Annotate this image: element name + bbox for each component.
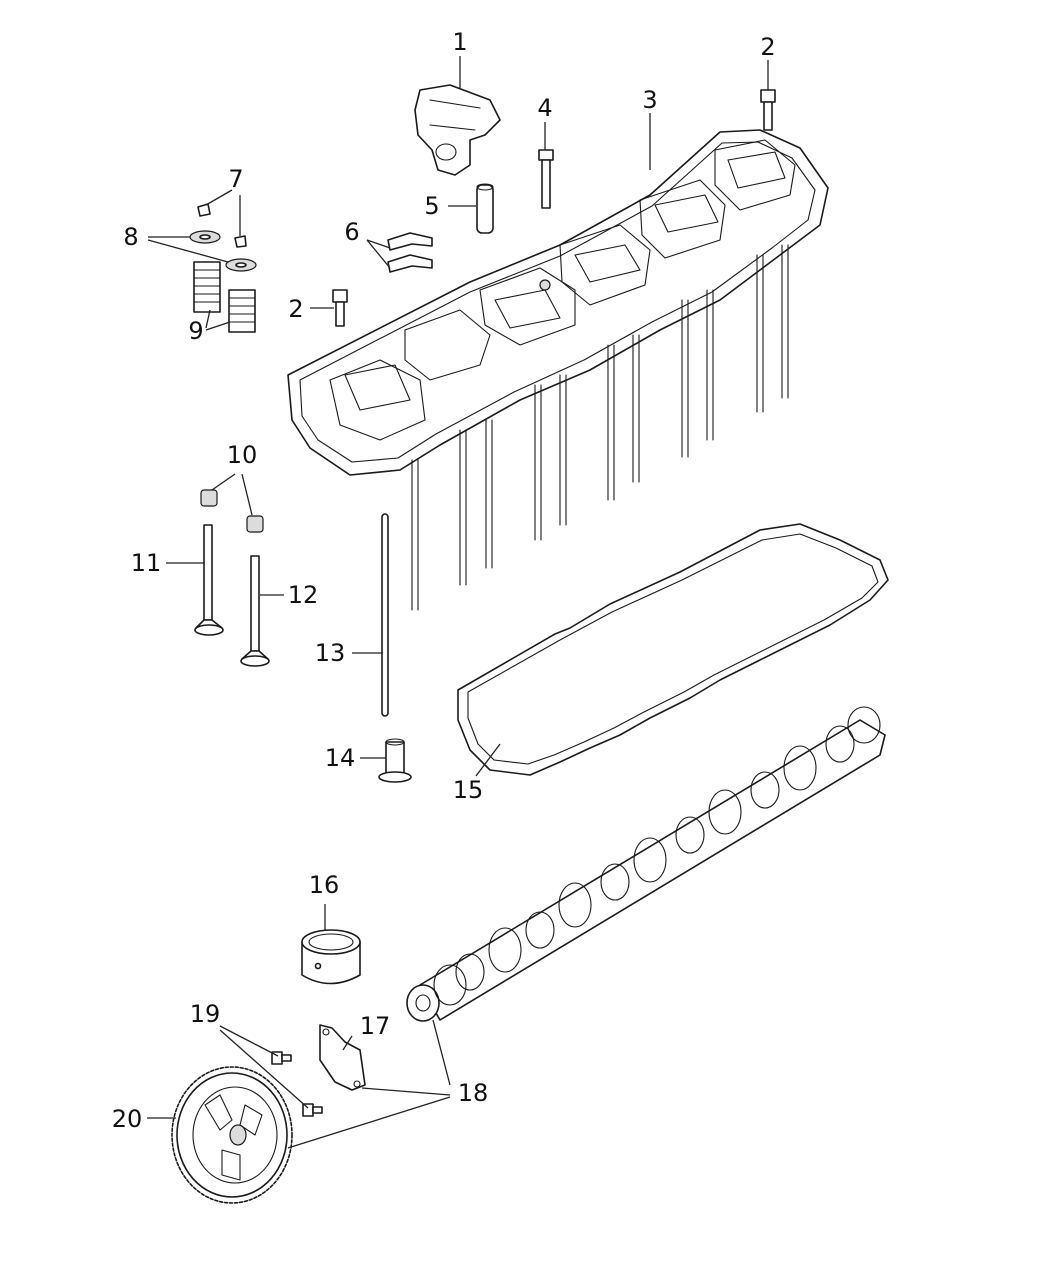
callout-5: 5	[424, 192, 439, 220]
long-bolt	[538, 149, 554, 209]
callout-19: 19	[190, 1000, 221, 1028]
pushrod	[381, 513, 389, 717]
camshaft	[406, 706, 886, 1022]
rocker-housing	[287, 129, 829, 476]
callout-4: 4	[537, 94, 552, 122]
tappet	[378, 738, 412, 783]
bolt-upper	[760, 89, 776, 131]
bolt-lower	[332, 289, 348, 327]
thrust-plate-screws	[271, 1051, 323, 1117]
pivot-pin	[476, 183, 494, 234]
valve-bridges	[387, 232, 433, 273]
callout-10: 10	[227, 441, 258, 469]
callout-20: 20	[112, 1105, 143, 1133]
leader-lines	[147, 56, 769, 1149]
callout-labels: 1 2 2 3 4 5 6 7 8 9 10 11 12 13 14 15 16…	[112, 28, 776, 1133]
camshaft-gear	[171, 1066, 293, 1204]
intake-valve	[194, 524, 224, 636]
valve-springs	[193, 261, 256, 333]
callout-7: 7	[228, 165, 243, 193]
valve-keepers	[197, 203, 247, 248]
rocker-arm-assembly	[414, 84, 501, 176]
callout-2-lower: 2	[288, 295, 303, 323]
callout-13: 13	[315, 639, 346, 667]
rocker-housing-gasket	[457, 523, 889, 776]
exhaust-valve	[240, 555, 270, 667]
callout-17: 17	[360, 1012, 391, 1040]
callout-9: 9	[188, 317, 203, 345]
valve-stem-seals	[200, 489, 264, 533]
pushrod-array	[411, 244, 789, 611]
callout-11: 11	[131, 549, 162, 577]
callout-14: 14	[325, 744, 356, 772]
callout-1: 1	[452, 28, 467, 56]
callout-16: 16	[309, 871, 340, 899]
callout-15: 15	[453, 776, 484, 804]
thrust-plate	[319, 1024, 366, 1091]
cam-bearing	[301, 929, 361, 985]
callout-3: 3	[642, 86, 657, 114]
spring-retainers	[189, 230, 257, 272]
callout-12: 12	[288, 581, 319, 609]
callout-18: 18	[458, 1079, 489, 1107]
callout-2-upper: 2	[760, 33, 775, 61]
callout-6: 6	[344, 218, 359, 246]
callout-8: 8	[123, 223, 138, 251]
